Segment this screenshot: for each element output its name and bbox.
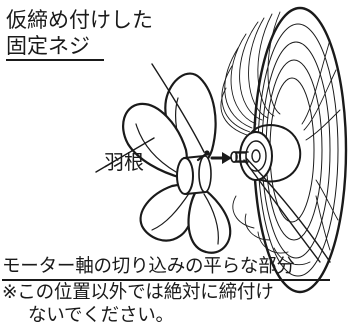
temporary-screw-label-line1: 仮締め付けした	[6, 8, 153, 32]
caution-note-line1: ※この位置以外では絶対に締付け	[2, 282, 274, 303]
rear-guard	[220, 6, 348, 294]
blade-boss	[176, 150, 212, 195]
motor-shaft-flat-label: モーター軸の切り込みの平らな部分	[2, 256, 295, 277]
blade-label: 羽根	[104, 150, 144, 174]
flat-label-underline	[2, 279, 330, 281]
caution-note-line2: ないでください。	[28, 305, 174, 326]
temporary-screw-label-line2: 固定ネジ	[6, 34, 90, 58]
leader-lines	[95, 63, 331, 263]
screw-label-underline	[6, 59, 104, 61]
motor-hub	[239, 124, 302, 183]
insert-arrow	[210, 152, 232, 164]
